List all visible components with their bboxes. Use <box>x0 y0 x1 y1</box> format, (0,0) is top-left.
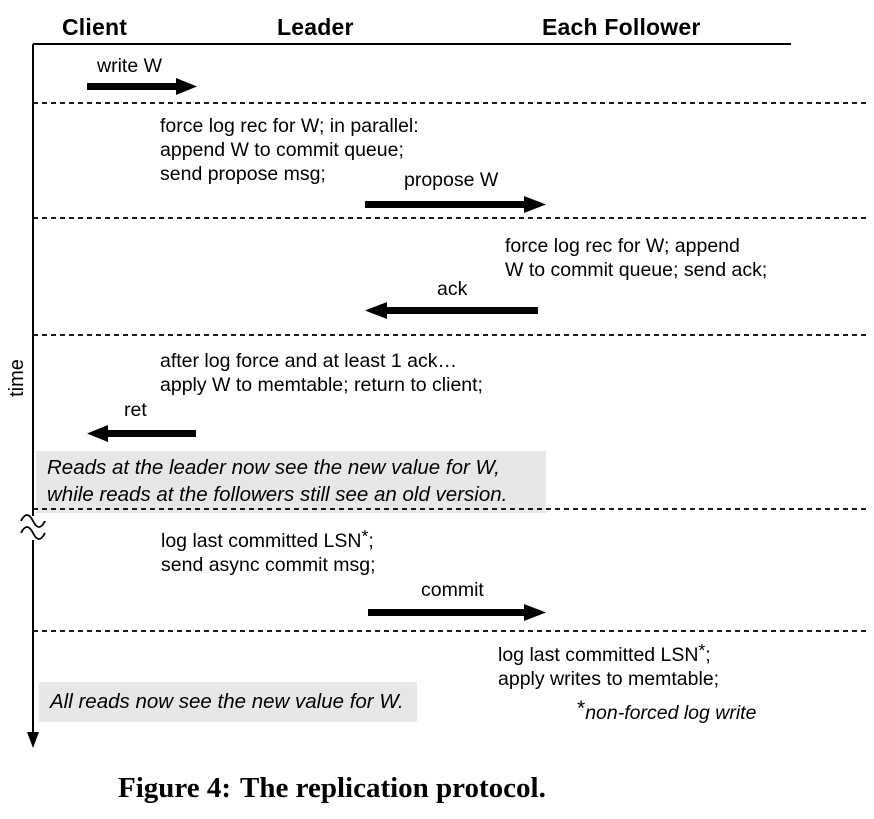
arrow-shaft <box>387 307 538 314</box>
message-arrow-ret <box>87 425 196 442</box>
arrow-shaft <box>368 609 524 616</box>
arrow-head <box>524 604 546 621</box>
lsn-footnote-star: * <box>698 640 706 660</box>
follower-action-commit: log last committed LSN*; apply writes to… <box>498 640 720 691</box>
leader-action-propose: force log rec for W; in parallel: append… <box>160 114 419 186</box>
message-label-commit: commit <box>421 579 484 601</box>
action-line: apply writes to memtable; <box>498 668 720 690</box>
message-label-write-w: write W <box>97 55 162 77</box>
footnote-star: * <box>577 697 586 720</box>
action-line: after log force and at least 1 ack… <box>160 350 457 372</box>
message-label-ack: ack <box>437 278 468 300</box>
time-axis-break-squiggle-1 <box>20 514 46 528</box>
figure-caption: Figure 4:The replication protocol. <box>118 772 546 805</box>
message-arrow-commit <box>368 604 546 621</box>
footnote-text: non-forced log write <box>585 702 757 724</box>
action-line: W to commit queue; send ack; <box>505 259 768 281</box>
caption-label: Figure 4: <box>118 772 232 804</box>
action-line: send propose msg; <box>160 163 326 185</box>
lsn-footnote-star: * <box>361 526 369 546</box>
note-line: while reads at the followers still see a… <box>47 482 508 506</box>
action-line: apply W to memtable; return to client; <box>160 374 483 396</box>
note-line: Reads at the leader now see the new valu… <box>47 456 500 479</box>
leader-action-commit: log last committed LSN*; send async comm… <box>161 526 376 577</box>
phase-separator-5 <box>33 630 866 632</box>
action-line: force log rec for W; append <box>505 235 740 257</box>
header-rule <box>33 43 791 45</box>
message-label-propose-w: propose W <box>404 169 499 191</box>
arrow-shaft <box>87 83 176 90</box>
action-line: log last committed LSN*; <box>498 640 711 666</box>
arrow-head <box>365 302 387 319</box>
caption-text: The replication protocol. <box>240 772 546 804</box>
message-arrow-ack <box>365 302 538 319</box>
arrow-head <box>176 78 197 95</box>
action-line: append W to commit queue; <box>160 139 404 161</box>
leader-action-apply: after log force and at least 1 ack… appl… <box>160 349 483 397</box>
column-header-follower: Each Follower <box>542 14 701 40</box>
phase-separator-1 <box>33 102 866 104</box>
action-line: send async commit msg; <box>161 554 376 576</box>
time-axis <box>20 44 46 748</box>
column-header-leader: Leader <box>277 14 354 40</box>
message-label-ret: ret <box>124 399 147 421</box>
arrow-head <box>87 425 108 442</box>
footnote: *non-forced log write <box>577 697 757 725</box>
time-axis-label: time <box>6 359 28 397</box>
arrow-shaft <box>365 201 524 208</box>
phase-separator-4 <box>33 508 866 510</box>
action-line: force log rec for W; in parallel: <box>160 115 419 137</box>
column-header-client: Client <box>62 14 128 40</box>
message-arrow-write-w <box>87 78 197 95</box>
note-leader-reads: Reads at the leader now see the new valu… <box>36 451 546 513</box>
phase-separator-3 <box>33 334 866 336</box>
time-axis-arrowhead <box>27 732 39 748</box>
note-all-reads: All reads now see the new value for W. <box>39 682 417 722</box>
message-arrow-propose-w <box>365 196 546 213</box>
action-line: log last committed LSN*; <box>161 526 374 552</box>
time-axis-break-squiggle-2 <box>20 526 46 540</box>
phase-separator-2 <box>33 217 866 219</box>
follower-action-ack: force log rec for W; append W to commit … <box>505 234 767 282</box>
arrow-head <box>524 196 546 213</box>
note-line: All reads now see the new value for W. <box>50 690 404 713</box>
arrow-shaft <box>108 430 196 437</box>
